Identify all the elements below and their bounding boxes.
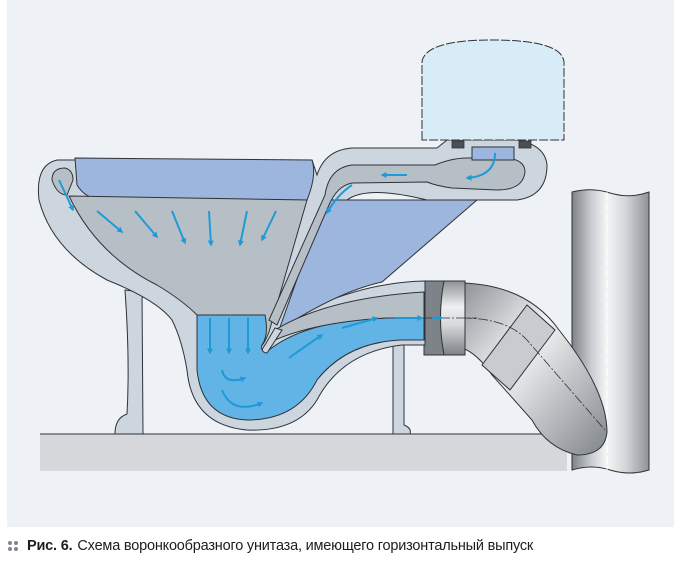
flow-arrow — [58, 179, 74, 212]
flow-arrow — [288, 334, 324, 359]
flow-arrow — [261, 210, 277, 242]
water-seal — [196, 314, 425, 421]
caption-label: Рис. 6. — [27, 538, 73, 554]
figure-caption: Рис. 6. Схема воронкообразного унитаза, … — [8, 535, 533, 557]
flow-arrow — [341, 316, 379, 329]
flow-arrow — [207, 210, 214, 247]
bowl — [37, 139, 548, 431]
figure-panel — [7, 0, 674, 527]
bullet-dots-icon — [8, 541, 18, 551]
pedestal-legs — [114, 289, 411, 435]
outlet-pipe — [274, 291, 425, 341]
flow-arrow — [221, 369, 247, 383]
flow-arrows — [58, 152, 496, 408]
floor — [40, 433, 567, 471]
elbow-45 — [461, 282, 608, 456]
cistern-bolt — [451, 140, 465, 149]
cistern-bolt — [518, 140, 532, 149]
pipe-coupling-diagonal — [481, 304, 556, 391]
flow-arrow — [237, 210, 248, 247]
flow-arrow — [326, 184, 353, 215]
flush-channel — [268, 157, 526, 326]
toilet-diagram — [37, 39, 650, 474]
flow-arrow — [96, 210, 124, 233]
caption-text: Схема воронкообразного унитаза, имеющего… — [77, 538, 534, 554]
flow-arrow — [171, 210, 187, 245]
cistern — [421, 39, 565, 161]
flow-arrow — [465, 152, 496, 181]
flow-arrow — [134, 210, 158, 239]
flow-arrow — [221, 389, 264, 408]
